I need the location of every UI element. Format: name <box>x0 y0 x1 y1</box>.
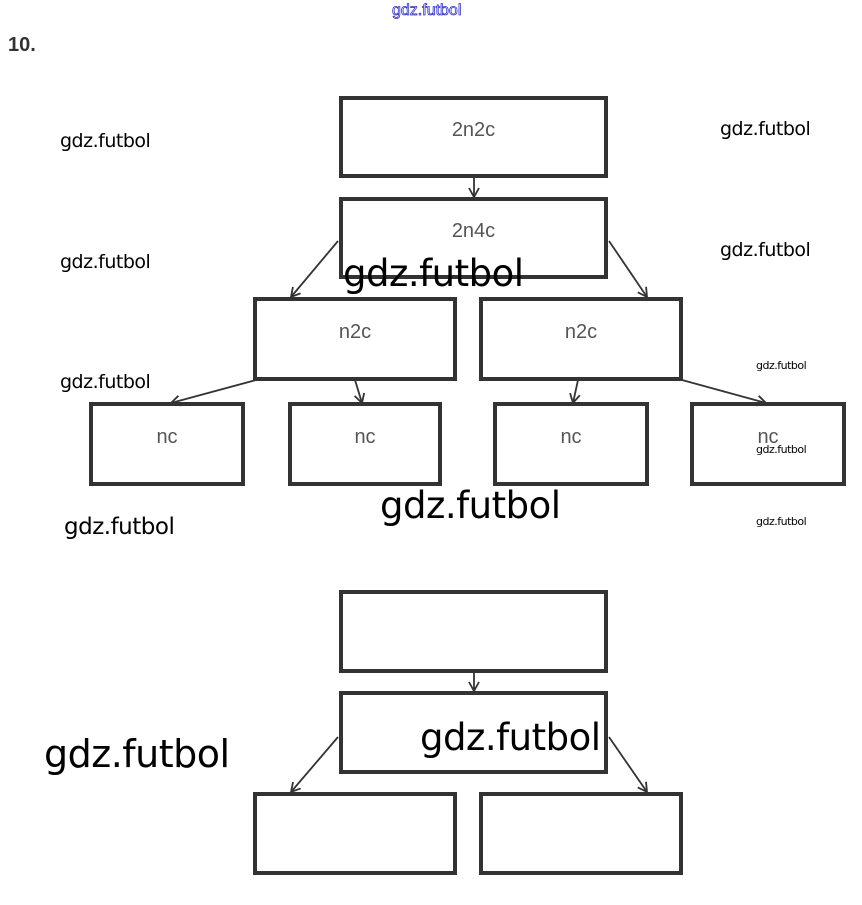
watermark: gdz.futbol <box>420 716 601 759</box>
label-root: 2n2c <box>451 119 496 141</box>
header-watermark: gdz.futbol <box>392 2 462 20</box>
arrow <box>608 240 649 299</box>
box-level3-left <box>253 297 457 381</box>
blank-box-right <box>479 792 683 875</box>
label-level4-1: nc <box>156 426 178 448</box>
watermark: gdz.futbol <box>756 359 807 372</box>
blank-box-level2 <box>339 691 608 774</box>
arrow <box>569 379 581 405</box>
box-level3-right <box>479 297 683 381</box>
label-level2: 2n4c <box>451 220 496 242</box>
watermark: gdz.futbol <box>756 515 807 528</box>
watermark: gdz.futbol <box>60 251 151 273</box>
box-level4-4 <box>690 402 846 486</box>
box-root <box>339 96 608 178</box>
arrow <box>353 379 366 405</box>
watermark: gdz.futbol <box>64 514 175 540</box>
watermark: gdz.futbol <box>720 118 811 140</box>
box-level4-1 <box>89 402 245 486</box>
label-level4-3: nc <box>560 426 582 448</box>
label-level4-4: nc <box>757 426 779 448</box>
blank-box-root <box>339 590 608 673</box>
arrow <box>289 736 339 794</box>
watermark: gdz.futbol <box>756 443 807 456</box>
box-level2 <box>339 197 608 279</box>
label-level3-left: n2c <box>338 321 372 343</box>
arrow <box>169 379 257 407</box>
watermark: gdz.futbol <box>60 130 151 152</box>
label-level3-right: n2c <box>564 321 598 343</box>
watermark: gdz.futbol <box>720 239 811 261</box>
arrow <box>289 240 339 299</box>
watermark: gdz.futbol <box>380 484 561 527</box>
watermark: gdz.futbol <box>60 371 151 393</box>
problem-number: 10. <box>8 34 36 56</box>
blank-box-left <box>253 792 457 875</box>
label-level4-2: nc <box>354 426 376 448</box>
arrow <box>681 379 768 407</box>
watermark: gdz.futbol <box>343 252 524 295</box>
arrow <box>608 736 649 794</box>
watermark: gdz.futbol <box>44 732 230 776</box>
